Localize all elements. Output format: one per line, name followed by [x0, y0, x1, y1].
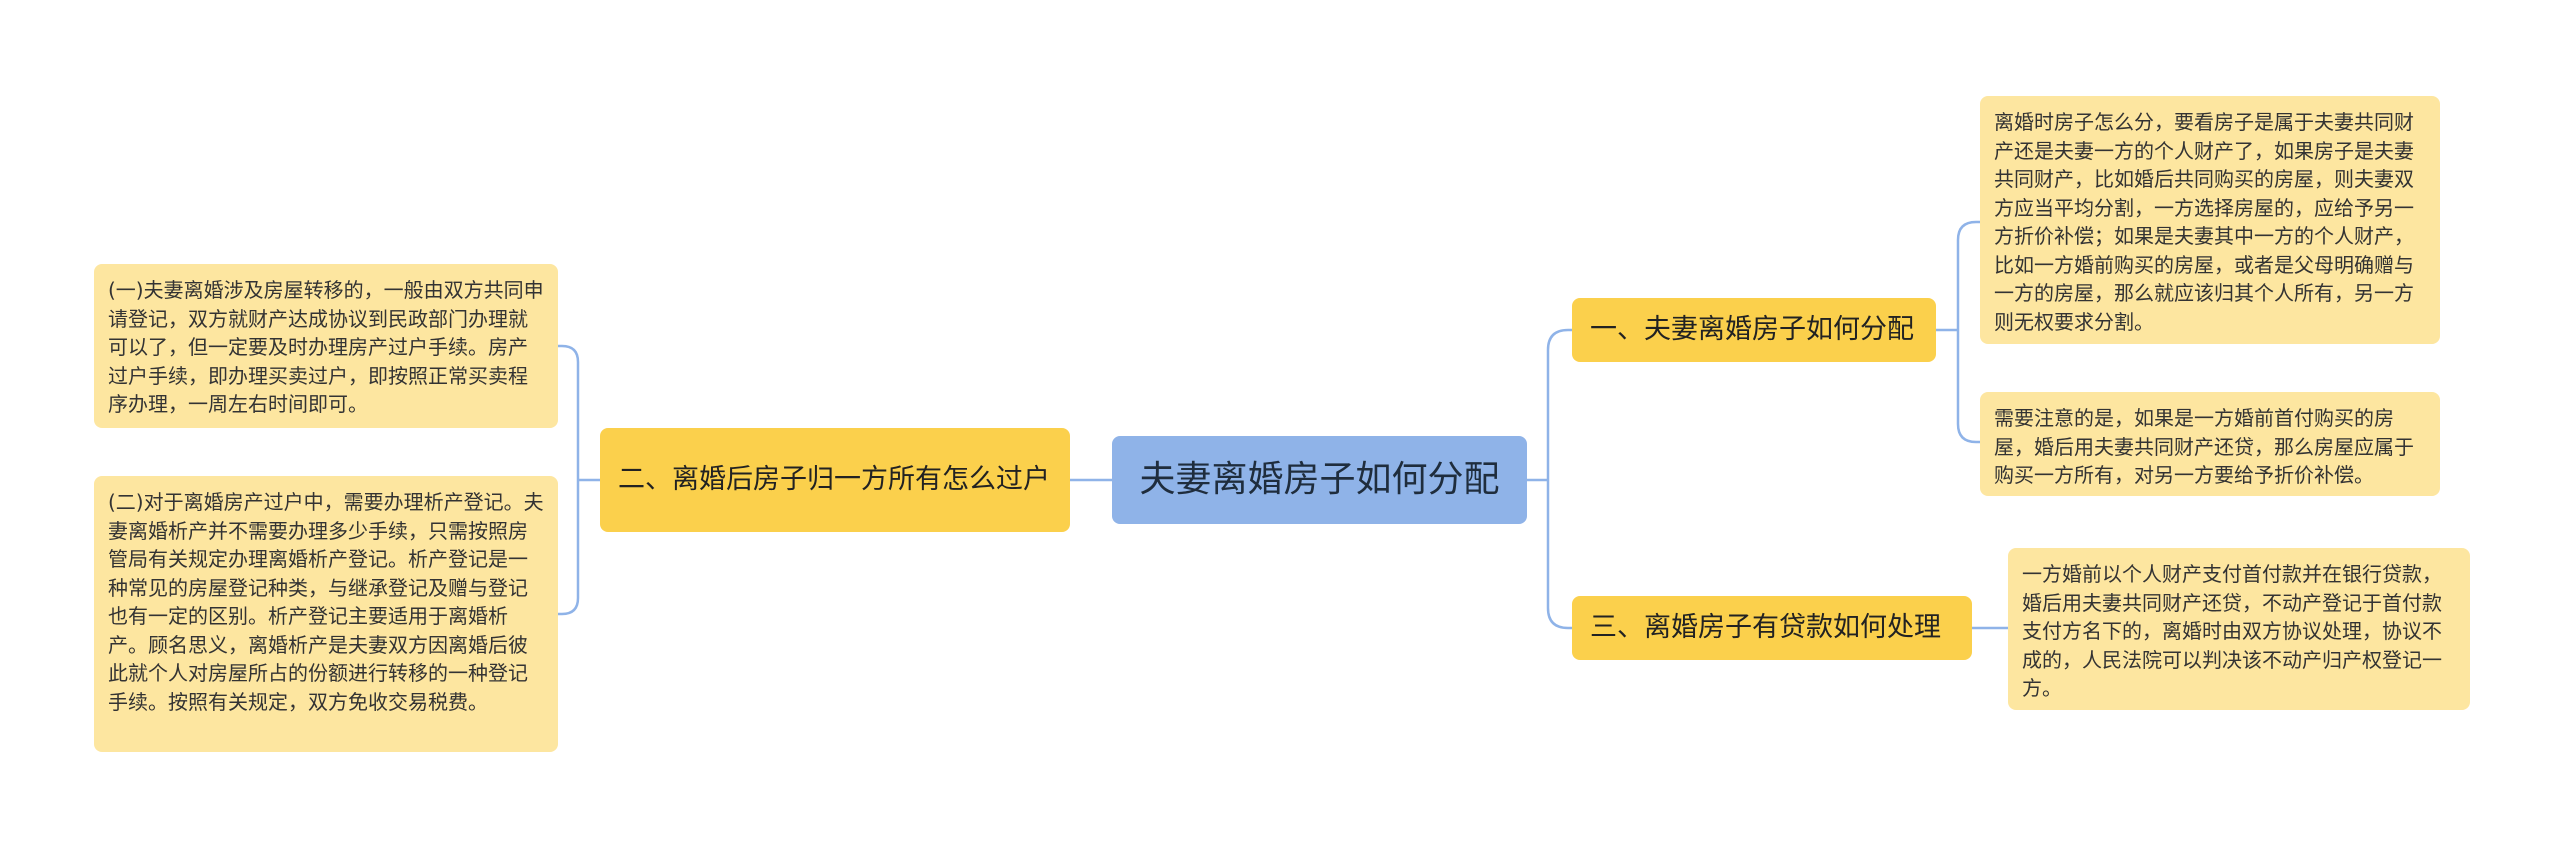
leaf-topic-4[interactable]: (一)夫妻离婚涉及房屋转移的，一般由双方共同申请登记，双方就财产达成协议到民政部…	[94, 264, 558, 428]
link-to-branch1	[1546, 328, 1572, 480]
leaf-topic-1-text: 离婚时房子怎么分，要看房子是属于夫妻共同财产还是夫妻一方的个人财产了，如果房子是…	[1994, 110, 2414, 334]
branch-topic-2[interactable]: 二、离婚后房子归一方所有怎么过户	[600, 428, 1070, 532]
branch-topic-1[interactable]: 一、夫妻离婚房子如何分配	[1572, 298, 1936, 362]
branch-topic-3-label: 三、离婚房子有贷款如何处理	[1590, 612, 1941, 643]
link-to-leaf2	[1956, 330, 1980, 444]
leaf-topic-5[interactable]: (二)对于离婚房产过户中，需要办理析产登记。夫妻离婚析产并不需要办理多少手续，只…	[94, 476, 558, 752]
leaf-topic-2[interactable]: 需要注意的是，如果是一方婚前首付购买的房屋，婚后用夫妻共同财产还贷，那么房屋应属…	[1980, 392, 2440, 496]
link-to-branch3	[1546, 480, 1572, 630]
leaf-topic-2-text: 需要注意的是，如果是一方婚前首付购买的房屋，婚后用夫妻共同财产还贷，那么房屋应属…	[1994, 406, 2414, 487]
branch-topic-1-label: 一、夫妻离婚房子如何分配	[1590, 314, 1914, 345]
branch-topic-2-label: 二、离婚后房子归一方所有怎么过户	[618, 464, 1050, 495]
link-to-leaf5	[558, 480, 580, 616]
central-topic[interactable]: 夫妻离婚房子如何分配	[1112, 436, 1527, 524]
leaf-topic-3[interactable]: 一方婚前以个人财产支付首付款并在银行贷款，婚后用夫妻共同财产还贷，不动产登记于首…	[2008, 548, 2470, 710]
link-to-leaf4	[558, 344, 580, 480]
leaf-topic-5-text: (二)对于离婚房产过户中，需要办理析产登记。夫妻离婚析产并不需要办理多少手续，只…	[108, 490, 544, 714]
leaf-topic-4-text: (一)夫妻离婚涉及房屋转移的，一般由双方共同申请登记，双方就财产达成协议到民政部…	[108, 278, 544, 416]
branch-topic-3[interactable]: 三、离婚房子有贷款如何处理	[1572, 596, 1972, 660]
link-to-leaf1	[1956, 220, 1980, 330]
leaf-topic-1[interactable]: 离婚时房子怎么分，要看房子是属于夫妻共同财产还是夫妻一方的个人财产了，如果房子是…	[1980, 96, 2440, 344]
leaf-topic-3-text: 一方婚前以个人财产支付首付款并在银行贷款，婚后用夫妻共同财产还贷，不动产登记于首…	[2022, 562, 2442, 700]
central-topic-label: 夫妻离婚房子如何分配	[1139, 459, 1500, 500]
